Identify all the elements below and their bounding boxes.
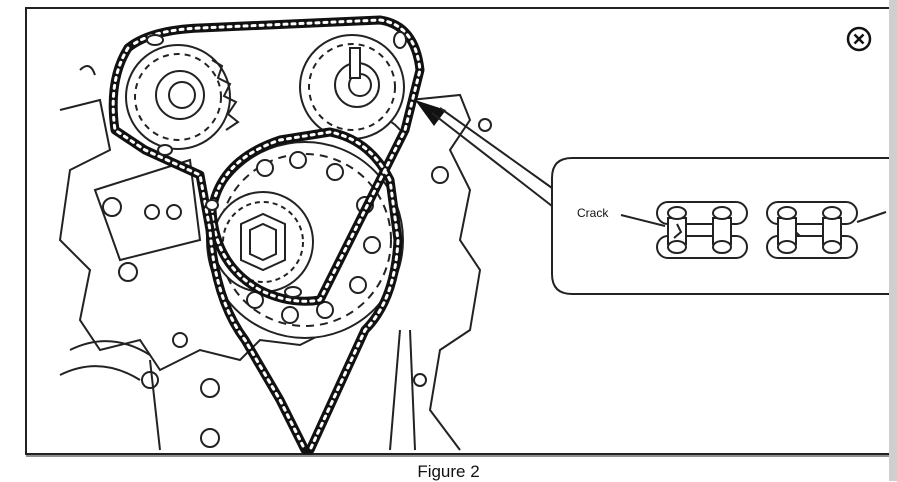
timing-chain [108, 15, 425, 455]
right-edge-shade [889, 0, 897, 481]
left-cam-sprocket [125, 44, 231, 150]
crank-hub [212, 191, 314, 293]
close-circle-icon [846, 26, 872, 52]
figure-caption: Figure 2 [417, 462, 480, 481]
crack-label: Crack [577, 206, 609, 220]
chain-markers [146, 31, 407, 298]
callout-arrow [415, 100, 553, 207]
normal-link [766, 201, 887, 259]
idler-gear-teeth [211, 59, 240, 131]
right-cam-sprocket [299, 34, 405, 140]
close-button[interactable] [845, 25, 873, 53]
cracked-link [620, 201, 748, 259]
bracket-bolts [102, 197, 220, 448]
